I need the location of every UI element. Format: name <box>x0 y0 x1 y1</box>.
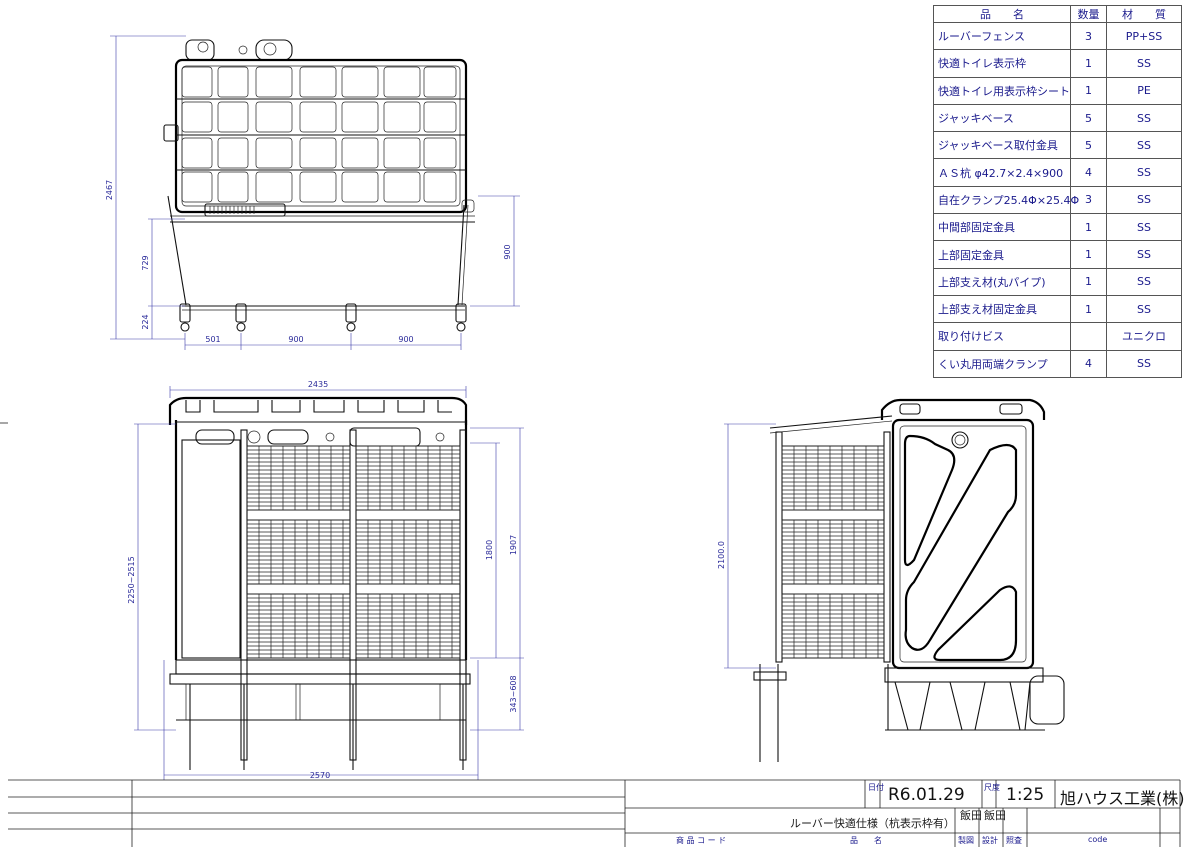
parts-table-header: 品 名 数量 材 質 <box>933 5 1182 23</box>
part-name: ルーバーフェンス <box>933 21 1071 51</box>
part-material: SS <box>1106 349 1182 378</box>
dim-seg-right: 900 <box>398 335 413 344</box>
side-louver-panels <box>781 445 885 659</box>
company-name: 旭ハウス工業(株) <box>1060 789 1185 808</box>
part-qty: 1 <box>1070 267 1107 296</box>
maker-made: 飯田 <box>960 809 982 822</box>
part-material: SS <box>1106 49 1182 78</box>
part-material: SS <box>1106 294 1182 324</box>
part-name: ジャッキベース取付金具 <box>933 131 1071 160</box>
footer-check-label: 照査 <box>1006 836 1022 845</box>
title-block-frame <box>0 422 1181 847</box>
part-material: SS <box>1106 185 1182 215</box>
plan-view <box>110 35 520 350</box>
part-name: 中間部固定金具 <box>933 213 1071 242</box>
footer-code: code <box>1088 835 1108 844</box>
part-material: SS <box>1106 213 1182 242</box>
header-material: 材 質 <box>1106 5 1182 23</box>
part-qty: 1 <box>1070 49 1107 78</box>
dim-fence-total: 1907 <box>509 535 518 555</box>
date-label: 日付 <box>868 783 884 792</box>
drawing-date: R6.01.29 <box>888 785 965 805</box>
side-dimension-labels: 2100.0 <box>717 541 726 569</box>
part-name: 快適トイレ表示枠 <box>933 49 1071 78</box>
header-name: 品 名 <box>933 5 1071 23</box>
front-view <box>134 386 524 780</box>
drawing-scale: 1:25 <box>1006 785 1045 805</box>
part-material: PP+SS <box>1106 21 1182 51</box>
part-material: SS <box>1106 240 1182 269</box>
part-name: ジャッキベース <box>933 103 1071 133</box>
part-material: PE <box>1106 76 1182 105</box>
part-qty: 5 <box>1070 103 1107 133</box>
part-qty: 1 <box>1070 240 1107 269</box>
dim-seg-left: 501 <box>205 335 220 344</box>
part-qty: 1 <box>1070 213 1107 242</box>
part-name: ＡＳ杭 φ42.7×2.4×900 <box>933 158 1071 187</box>
part-name: 取り付けビス <box>933 322 1071 351</box>
part-material: SS <box>1106 267 1182 296</box>
part-qty: 1 <box>1070 294 1107 324</box>
part-material: SS <box>1106 131 1182 160</box>
footer-name-label: 品 名 <box>850 836 882 845</box>
part-qty: 5 <box>1070 131 1107 160</box>
dim-base-range: 343~608 <box>509 675 518 712</box>
dim-right-height: 900 <box>503 244 512 259</box>
part-name: 快適トイレ用表示枠シート <box>933 76 1071 105</box>
dim-height-range: 2250~2515 <box>127 556 136 603</box>
part-name: 自在クランプ25.4Φ×25.4Φ <box>933 185 1079 215</box>
header-qty: 数量 <box>1070 5 1107 23</box>
part-name: 上部支え材固定金具 <box>933 294 1071 324</box>
part-material: SS <box>1106 158 1182 187</box>
side-view <box>724 398 1065 762</box>
maker-design: 飯田 <box>984 809 1006 822</box>
part-qty: 4 <box>1070 349 1107 378</box>
part-qty: 1 <box>1070 76 1107 105</box>
plan-dimension-labels: 2467 729 224 900 501 900 900 <box>105 180 512 344</box>
part-name: 上部支え材(丸パイプ) <box>933 267 1071 296</box>
part-qty: 4 <box>1070 158 1107 187</box>
part-material: SS <box>1106 103 1182 133</box>
part-name: くい丸用両端クランプ <box>933 349 1071 378</box>
product-name: ルーバー快適仕様（杭表示枠有） <box>790 817 955 830</box>
dim-lower-offset: 224 <box>141 314 150 329</box>
dim-upper-offset: 729 <box>141 255 150 270</box>
parts-table-row: 取り付けビス ユニクロ <box>933 322 1182 351</box>
dim-total-depth: 2467 <box>105 180 114 200</box>
footer-made-label: 製図 <box>958 836 974 845</box>
dim-bottom-width: 2570 <box>310 771 330 780</box>
part-qty: 3 <box>1070 21 1107 51</box>
front-louver-panels <box>246 445 461 659</box>
part-name: 上部固定金具 <box>933 240 1071 269</box>
part-qty <box>1070 322 1107 351</box>
scale-label: 尺度 <box>984 783 1000 792</box>
footer-design-label: 設計 <box>982 836 998 845</box>
dim-side-height: 2100.0 <box>717 541 726 569</box>
dim-fence-height: 1800 <box>485 540 494 560</box>
dim-seg-mid: 900 <box>288 335 303 344</box>
front-dimension-labels: 2435 2250~2515 1800 1907 343~608 2570 <box>127 380 518 780</box>
dim-top-width: 2435 <box>308 380 328 389</box>
part-material: ユニクロ <box>1106 322 1182 351</box>
footer-code-label: 商 品 コ ー ド <box>676 836 727 845</box>
